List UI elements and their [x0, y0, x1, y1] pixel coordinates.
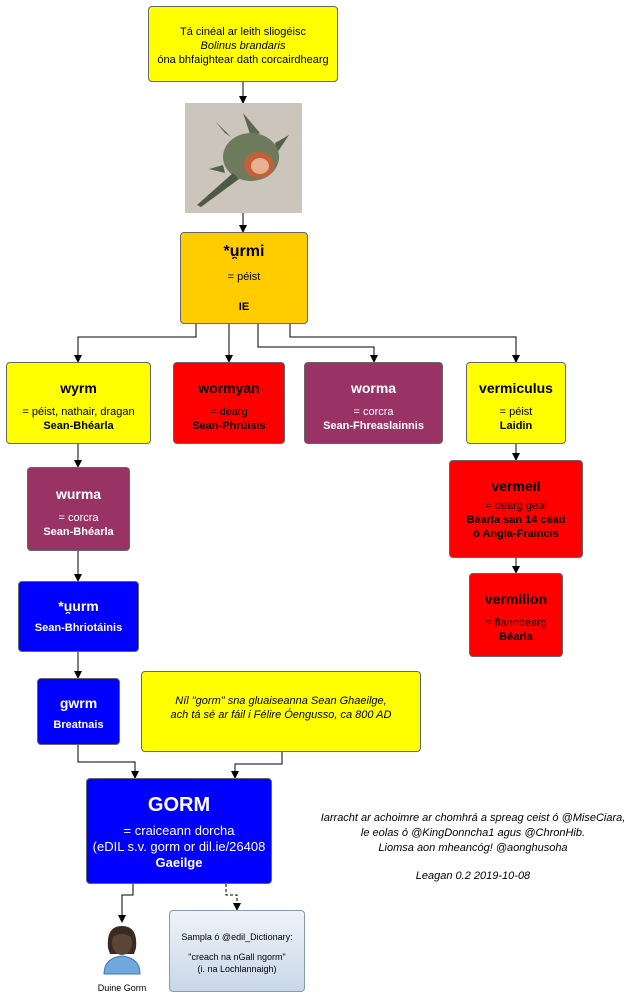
snail-aperture-inner — [251, 158, 269, 174]
node-vermilion-meaning: = flanndearg — [485, 617, 547, 629]
top-note-box: Tá cinéal ar leith sliogéisc Bolinus bra… — [148, 6, 338, 82]
top-note-species: Bolinus brandaris — [200, 40, 286, 52]
arrow-urmi-to-wyrm — [74, 324, 197, 363]
node-gwrm: gwrm Breatnais — [37, 678, 120, 745]
node-wurma-language: Sean-Bhéarla — [43, 526, 114, 538]
node-gorm-ref: (eDIL s.v. gorm or dil.ie/26408 — [92, 839, 266, 854]
arrow-gwrm-to-gorm — [77, 745, 139, 779]
node-uurm-language: Sean-Bhriotáinis — [34, 622, 123, 634]
arrow-urmi-to-worma — [257, 324, 378, 363]
node-worma-language: Sean-Fhreaslainnis — [323, 420, 424, 432]
node-uurm: *u̯urm Sean-Bhriotáinis — [18, 581, 139, 652]
snail-spine-2 — [275, 135, 289, 153]
node-urmi-language: IE — [238, 301, 250, 313]
node-wurma-meaning: = corcra — [58, 512, 99, 524]
node-gwrm-title: gwrm — [59, 695, 98, 711]
snail-spire — [243, 113, 260, 137]
node-vermeil-language2: ó Angla-Fraincis — [473, 528, 559, 540]
arrow-gorm-to-person — [118, 884, 134, 923]
node-wurma-title: wurma — [55, 486, 102, 502]
node-vermiculus-language: Laidin — [499, 420, 533, 432]
node-urmi-meaning: = péist — [227, 271, 261, 283]
person-label: Duine Gorm — [97, 983, 147, 993]
credits-version: Leagan 0.2 2019-10-08 — [415, 870, 531, 882]
node-gwrm-language: Breatnais — [53, 719, 104, 731]
top-note-line1: Tá cinéal ar leith sliogéisc — [180, 26, 306, 38]
node-wyrm-language: Sean-Bhéarla — [43, 420, 114, 432]
node-vermilion-title: vermilion — [484, 591, 548, 607]
credits-line2: le eolas ó @KingDonncha1 agus @ChronHib. — [360, 827, 586, 839]
arrow-gorm-to-example — [225, 884, 241, 911]
snail-canal — [197, 173, 239, 207]
node-worma: worma = corcra Sean-Fhreaslainnis — [304, 362, 443, 444]
snail-photo — [185, 103, 302, 213]
node-wormyan-meaning: = dearg — [210, 406, 248, 418]
node-wormyan-title: wormyan — [198, 380, 260, 396]
node-gorm-title: GORM — [147, 794, 211, 816]
node-gorm: GORM = craiceann dorcha (eDIL s.v. gorm … — [86, 778, 272, 884]
credits-line1: Iarracht ar achoimre ar chomhrá a spreag… — [320, 812, 626, 824]
credits-note: Iarracht ar achoimre ar chomhrá a spreag… — [318, 811, 628, 884]
node-urmi: *u̯rmi = péist IE — [180, 232, 308, 324]
snail-spine-3 — [209, 165, 225, 173]
node-wyrm-title: wyrm — [60, 380, 97, 396]
arrow-urmi-to-vermiculus — [289, 324, 520, 363]
node-vermiculus-meaning: = péist — [499, 406, 533, 418]
node-vermeil-language: Béarla san 14 céad — [466, 514, 566, 526]
example-line2: "creach na nGall ngorm" — [188, 952, 286, 962]
node-vermeil-title: vermeil — [491, 478, 541, 494]
example-line1: Sampla ó @edil_Dictionary: — [181, 932, 293, 942]
node-wormyan-language: Sean-Phrúisis — [192, 420, 266, 432]
node-vermiculus-title: vermiculus — [479, 380, 553, 396]
node-gorm-language: Gaeilge — [155, 855, 203, 870]
example-box: Sampla ó @edil_Dictionary: "creach na nG… — [169, 910, 305, 992]
node-vermeil: vermeil = dearg geal Béarla san 14 céad … — [449, 460, 583, 558]
example-line3: (i. na Lochlannaigh) — [197, 964, 277, 974]
node-wyrm: wyrm = péist, nathair, dragan Sean-Bhéar… — [6, 362, 151, 444]
node-urmi-title: *u̯rmi — [223, 243, 265, 260]
credits-line3: Liomsa aon mheancóg! @aonghusoha — [378, 842, 568, 854]
node-worma-title: worma — [350, 380, 397, 396]
node-vermilion: vermilion = flanndearg Béarla — [469, 573, 563, 657]
node-vermeil-meaning: = dearg geal — [485, 500, 547, 512]
gloss-note-line1: Níl "gorm" sna gluaiseanna Sean Ghaeilge… — [175, 695, 387, 707]
top-note-line3: óna bhfaightear dath corcairdhearg — [157, 54, 329, 66]
snail-spine-1 — [215, 121, 231, 137]
node-vermiculus: vermiculus = péist Laidin — [466, 362, 566, 444]
gloss-note-box: Níl "gorm" sna gluaiseanna Sean Ghaeilge… — [141, 671, 421, 752]
arrow-note-to-gorm — [231, 752, 283, 779]
node-uurm-title: *u̯urm — [58, 598, 99, 614]
person-icon — [103, 926, 141, 975]
node-wyrm-meaning: = péist, nathair, dragan — [22, 406, 135, 418]
node-gorm-meaning: = craiceann dorcha — [123, 823, 235, 838]
node-vermilion-language: Béarla — [499, 631, 533, 643]
node-worma-meaning: = corcra — [353, 406, 394, 418]
node-wurma: wurma = corcra Sean-Bhéarla — [27, 467, 130, 551]
gloss-note-line2: ach tá sé ar fáil i Félire Óengusso, ca … — [170, 709, 392, 721]
node-wormyan: wormyan = dearg Sean-Phrúisis — [173, 362, 285, 444]
